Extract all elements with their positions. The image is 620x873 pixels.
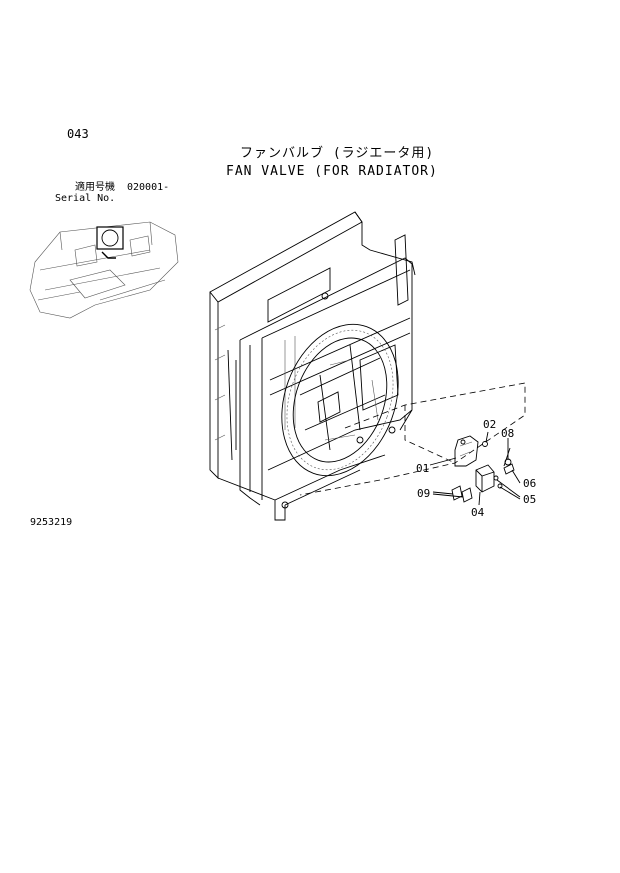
radiator-assembly — [209, 211, 416, 521]
serial-label-japanese: 適用号機 — [75, 182, 115, 193]
highlight-fan-area — [96, 226, 124, 250]
callout-02: 02 — [483, 418, 496, 431]
fan — [281, 323, 399, 477]
callout-05: 05 — [523, 493, 536, 506]
title-english: FAN VALVE (FOR RADIATOR) — [226, 164, 438, 179]
callout-01: 01 — [416, 462, 429, 475]
title-japanese: ファンバルブ (ラジエータ用) — [240, 146, 435, 161]
bracket — [454, 435, 479, 467]
leader-lines — [429, 431, 521, 506]
fan-valve — [475, 464, 495, 493]
callout-04: 04 — [471, 506, 485, 519]
serial-value: 020001- — [127, 182, 170, 193]
drawing-number: 9253219 — [30, 517, 73, 528]
fittings — [451, 441, 515, 503]
serial-label-english: Serial No. — [55, 193, 116, 204]
page-number: 043 — [67, 127, 89, 141]
mounting-outline-2 — [404, 405, 456, 464]
machine-locator-thumbnail — [29, 221, 179, 319]
mounting-outline — [299, 382, 526, 496]
callout-08: 08 — [501, 427, 514, 440]
callout-09: 09 — [417, 487, 430, 500]
callout-06: 06 — [523, 477, 536, 490]
